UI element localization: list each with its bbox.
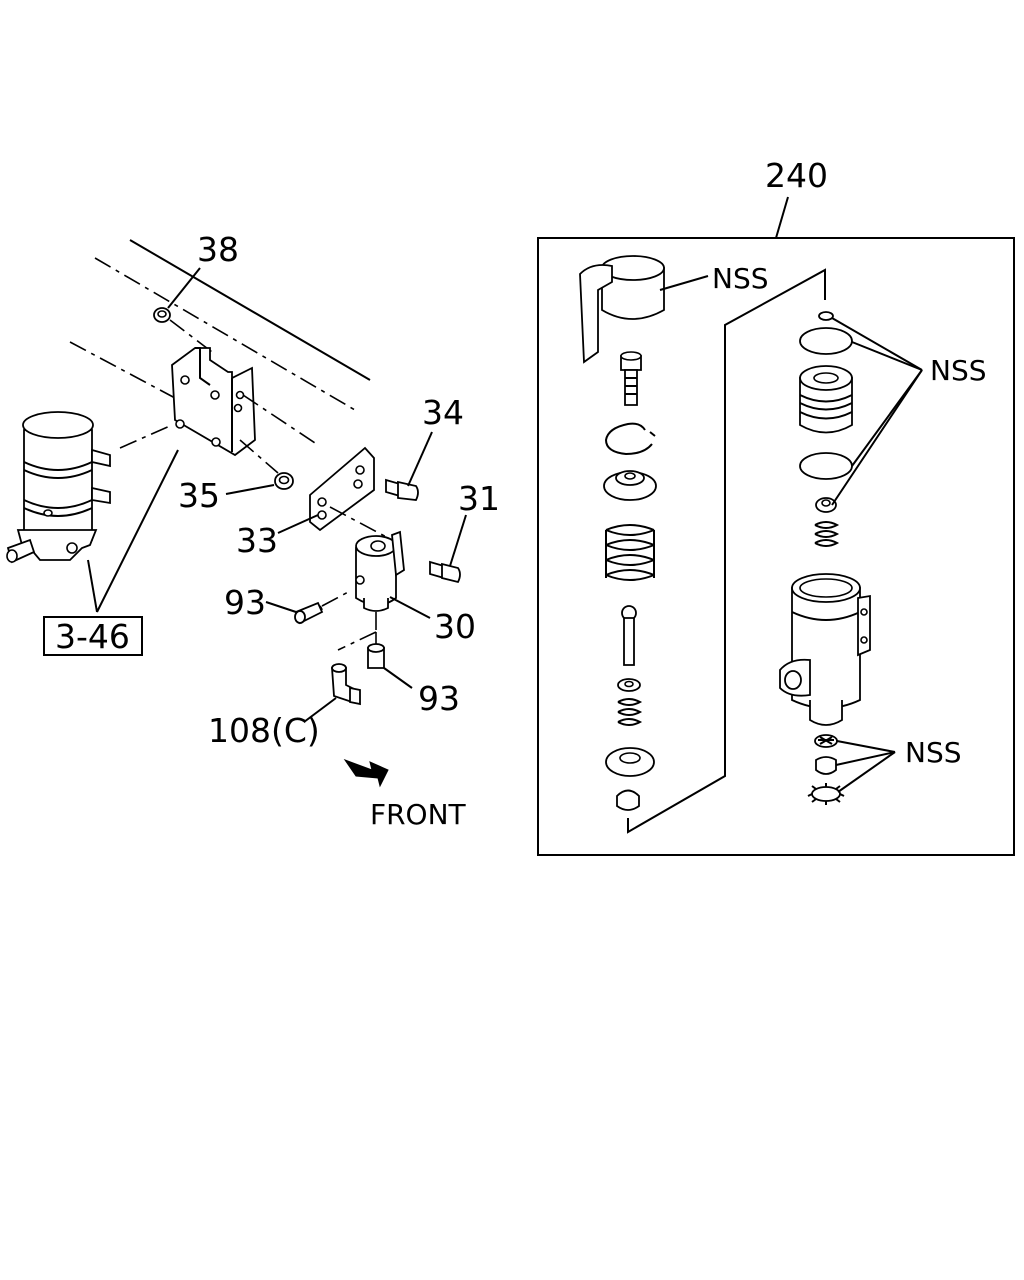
valve-30 [355, 530, 431, 619]
label-240: 240 [765, 156, 828, 195]
label-34: 34 [422, 393, 464, 432]
front-arrow-icon [343, 758, 389, 788]
label-35: 35 [178, 476, 220, 515]
tape-roll [579, 255, 709, 364]
bracket [171, 347, 256, 457]
nss-leaders [831, 317, 923, 793]
leader-346-b [96, 449, 179, 613]
plate-33 [242, 394, 393, 541]
valve-drop-lines [337, 612, 377, 651]
label-31: 31 [458, 479, 500, 518]
ref-box-3-46 [43, 616, 143, 656]
label-33: 33 [236, 521, 278, 560]
leader-240 [775, 196, 789, 239]
right-stack [779, 311, 871, 805]
label-93-b: 93 [418, 679, 460, 718]
left-stack [603, 351, 657, 811]
label-30: 30 [434, 607, 476, 646]
kit-bracket-line [627, 268, 826, 834]
fitting-93-a [265, 589, 353, 625]
air-dryer [6, 411, 173, 564]
fitting-93-b [367, 643, 413, 689]
elbow-108c [303, 663, 361, 723]
leader-346-a [87, 559, 98, 613]
label-93-a: 93 [224, 583, 266, 622]
nut-38 [153, 267, 213, 353]
label-38: 38 [197, 230, 239, 269]
label-3-46: 3-46 [55, 617, 130, 656]
label-front: FRONT [370, 798, 467, 831]
label-nss-bottom: NSS [905, 736, 962, 769]
bolt-34 [385, 431, 433, 501]
label-nss-tape: NSS [712, 262, 769, 295]
label-108c: 108(C) [208, 711, 320, 750]
nut-35 [225, 439, 294, 495]
bolt-31 [429, 514, 467, 584]
frame-rail [69, 239, 371, 411]
kit-240-box [537, 237, 1015, 856]
label-nss-seals: NSS [930, 354, 987, 387]
